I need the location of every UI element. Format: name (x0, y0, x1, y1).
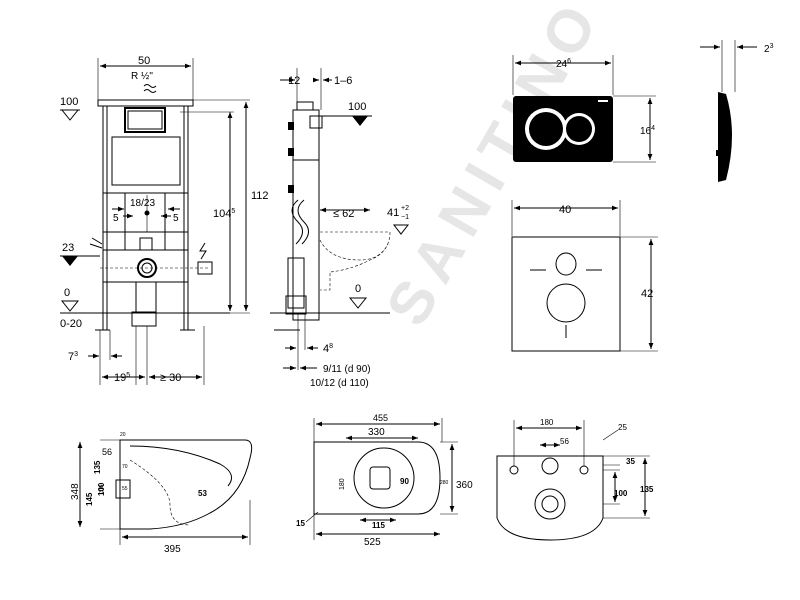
axis-18-23-label: 18/23 (130, 198, 155, 209)
pipe-90-label: 9/11 (d 90) (323, 364, 371, 375)
side-12-label: 12 (288, 75, 300, 87)
flush-plate-view: 246 164 23 (512, 40, 774, 182)
height-112-label: 112 (251, 190, 269, 202)
pipe-110-label: 10/12 (d 110) (310, 378, 369, 389)
plate-depth-label: 23 (764, 43, 774, 55)
frame-front-view: 50 R ½" 100 23 0 0-20 (60, 55, 269, 385)
bowl-145-label: 145 (85, 492, 94, 506)
side-1-6-label: 1–6 (334, 75, 352, 87)
bowl-135-label: 135 (93, 460, 102, 474)
sound-pad-view: 40 42 (511, 200, 658, 352)
bowl-top-view: 455 330 180 90 280 360 15 115 525 (296, 413, 473, 548)
bowl-70-label: 70 (122, 464, 128, 470)
bowl-56-label: 56 (102, 447, 112, 457)
five-left-label: 5 (113, 213, 119, 224)
top-115-label: 115 (372, 521, 385, 530)
bowl-side-view: 348 315 56 135 145 100 70 55 20 53 395 (70, 432, 253, 555)
level-100-label: 100 (60, 96, 78, 108)
bowl-55-label: 55 (122, 486, 128, 492)
side-41-upper: +2 (401, 205, 409, 212)
height-104-label: 1045 (213, 208, 235, 220)
level-0-label: 0 (64, 287, 70, 299)
back-100-label: 100 (614, 489, 628, 498)
top-455-label: 455 (373, 413, 388, 423)
plate-height-label: 164 (640, 125, 655, 137)
level-23-label: 23 (62, 242, 74, 254)
bowl-20-label: 20 (120, 432, 126, 438)
top-90-label: 90 (400, 477, 409, 486)
bowl-395-label: 395 (164, 544, 181, 555)
thread-label: R ½" (131, 71, 153, 82)
frame-width-label: 50 (138, 55, 150, 67)
floor-range-label: 0-20 (60, 318, 82, 330)
side-level-100-label: 100 (348, 101, 366, 113)
top-360-label: 360 (456, 480, 473, 491)
back-56-label: 56 (560, 437, 569, 446)
back-180-label: 180 (540, 418, 554, 427)
bowl-53-label: 53 (198, 489, 207, 498)
top-330-label: 330 (368, 427, 385, 438)
top-525-label: 525 (364, 537, 381, 548)
side-41-label: 41 (387, 207, 399, 219)
offset-19-label: 195 (114, 372, 130, 384)
top-280-label: 280 (440, 480, 449, 486)
pad-width-label: 40 (559, 204, 571, 216)
bowl-348-label: 348 (70, 483, 81, 500)
five-right-label: 5 (173, 213, 179, 224)
bowl-back-view: 180 56 25 35 100 135 (496, 418, 654, 541)
pad-height-label: 42 (641, 288, 653, 300)
bowl-315-label: 315 (99, 484, 105, 493)
back-135-label: 135 (640, 485, 654, 494)
back-35-label: 35 (626, 457, 635, 466)
side-4-label: 48 (323, 343, 333, 355)
offset-7-label: 73 (68, 351, 78, 363)
top-180-label: 180 (339, 478, 346, 490)
frame-side-view: 12 1–6 100 ≤ 62 41 +2 −1 0 48 (270, 68, 409, 389)
side-41-lower: −1 (401, 214, 409, 221)
plate-width-label: 246 (556, 58, 571, 70)
min-30-label: ≥ 30 (160, 372, 181, 384)
max-62-label: ≤ 62 (333, 208, 354, 220)
bowl-100-label: 100 (97, 482, 106, 496)
top-15-label: 15 (296, 519, 305, 528)
side-level-0-label: 0 (355, 283, 361, 295)
back-25-label: 25 (618, 423, 627, 432)
